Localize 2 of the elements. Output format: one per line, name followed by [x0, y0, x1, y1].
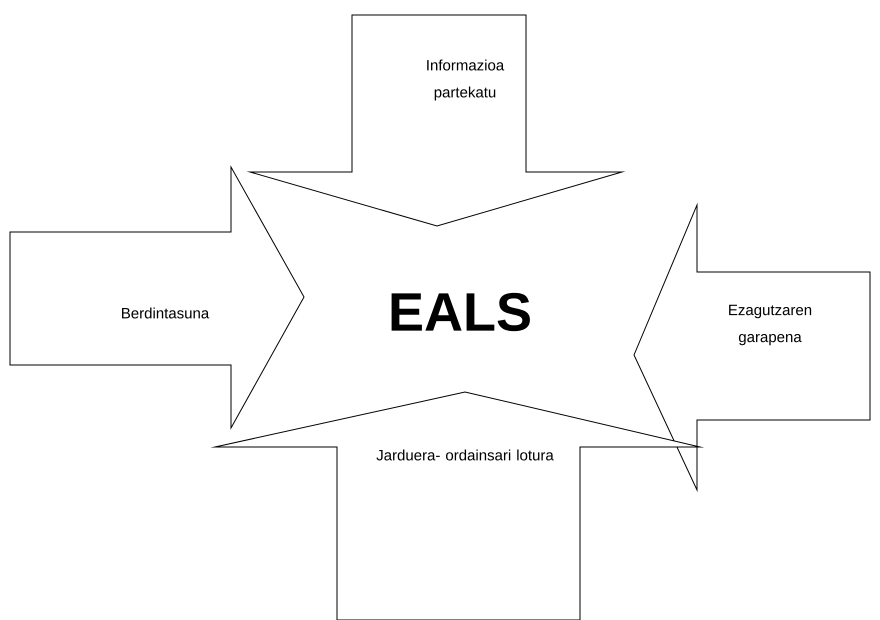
node-label: Jarduera- ordainsari lotura	[376, 449, 554, 460]
center-title: EALS	[392, 292, 530, 332]
